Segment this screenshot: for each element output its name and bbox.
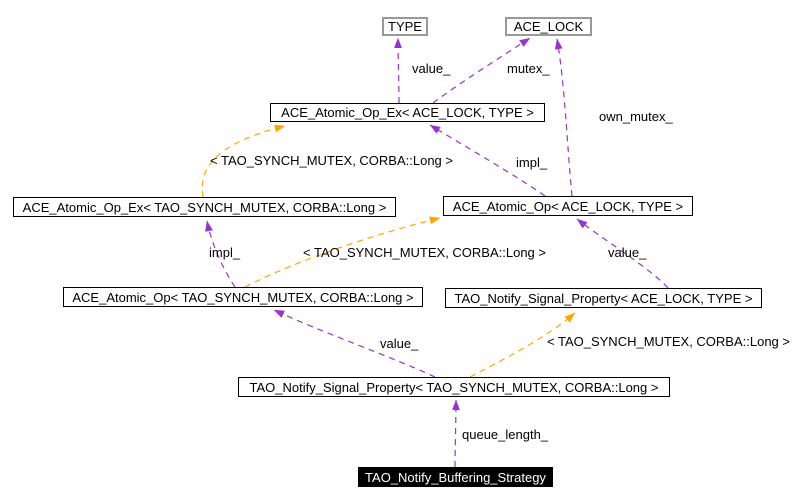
- node-op-generic[interactable]: ACE_Atomic_Op< ACE_LOCK, TYPE >: [443, 196, 693, 216]
- node-op-ex-inst[interactable]: ACE_Atomic_Op_Ex< TAO_SYNCH_MUTEX, CORBA…: [13, 197, 396, 217]
- edge-value-bottom: [273, 309, 436, 378]
- edge-tmpl-op-ex: [201, 124, 286, 198]
- edge-label-impl-right: impl_: [516, 155, 548, 170]
- edge-tmpl-sig: [469, 312, 576, 378]
- edge-label-queue-length: queue_length_: [462, 427, 549, 442]
- edge-tmpl-op: [244, 216, 441, 288]
- edge-label-tmpl-sig: < TAO_SYNCH_MUTEX, CORBA::Long >: [547, 334, 790, 349]
- edge-label-tmpl-op: < TAO_SYNCH_MUTEX, CORBA::Long >: [303, 245, 546, 260]
- node-ace-lock[interactable]: ACE_LOCK: [505, 17, 592, 36]
- edge-label-value-top: value_: [412, 61, 451, 76]
- node-type[interactable]: TYPE: [382, 17, 428, 36]
- edge-value-top: [394, 37, 402, 104]
- edge-label-value-bottom: value_: [380, 336, 419, 351]
- edge-mutex: [432, 37, 531, 104]
- edge-label-mutex: mutex_: [507, 61, 550, 76]
- edge-label-tmpl-op-ex: < TAO_SYNCH_MUTEX, CORBA::Long >: [210, 153, 453, 168]
- edge-label-value-right: value_: [608, 245, 647, 260]
- edge-label-own-mutex: own_mutex_: [599, 109, 673, 124]
- node-op-inst[interactable]: ACE_Atomic_Op< TAO_SYNCH_MUTEX, CORBA::L…: [63, 287, 423, 307]
- edge-value-right: [576, 218, 669, 289]
- node-main: TAO_Notify_Buffering_Strategy: [358, 467, 553, 487]
- edge-impl-left: [205, 220, 236, 288]
- node-sig-inst[interactable]: TAO_Notify_Signal_Property< TAO_SYNCH_MU…: [238, 377, 670, 397]
- edge-impl-right: [429, 124, 546, 197]
- edge-own-mutex: [554, 38, 573, 197]
- node-sig-generic[interactable]: TAO_Notify_Signal_Property< ACE_LOCK, TY…: [445, 288, 762, 308]
- node-op-ex-generic[interactable]: ACE_Atomic_Op_Ex< ACE_LOCK, TYPE >: [270, 103, 545, 122]
- edge-label-impl-left: impl_: [209, 245, 241, 260]
- edge-queue-length: [452, 399, 460, 468]
